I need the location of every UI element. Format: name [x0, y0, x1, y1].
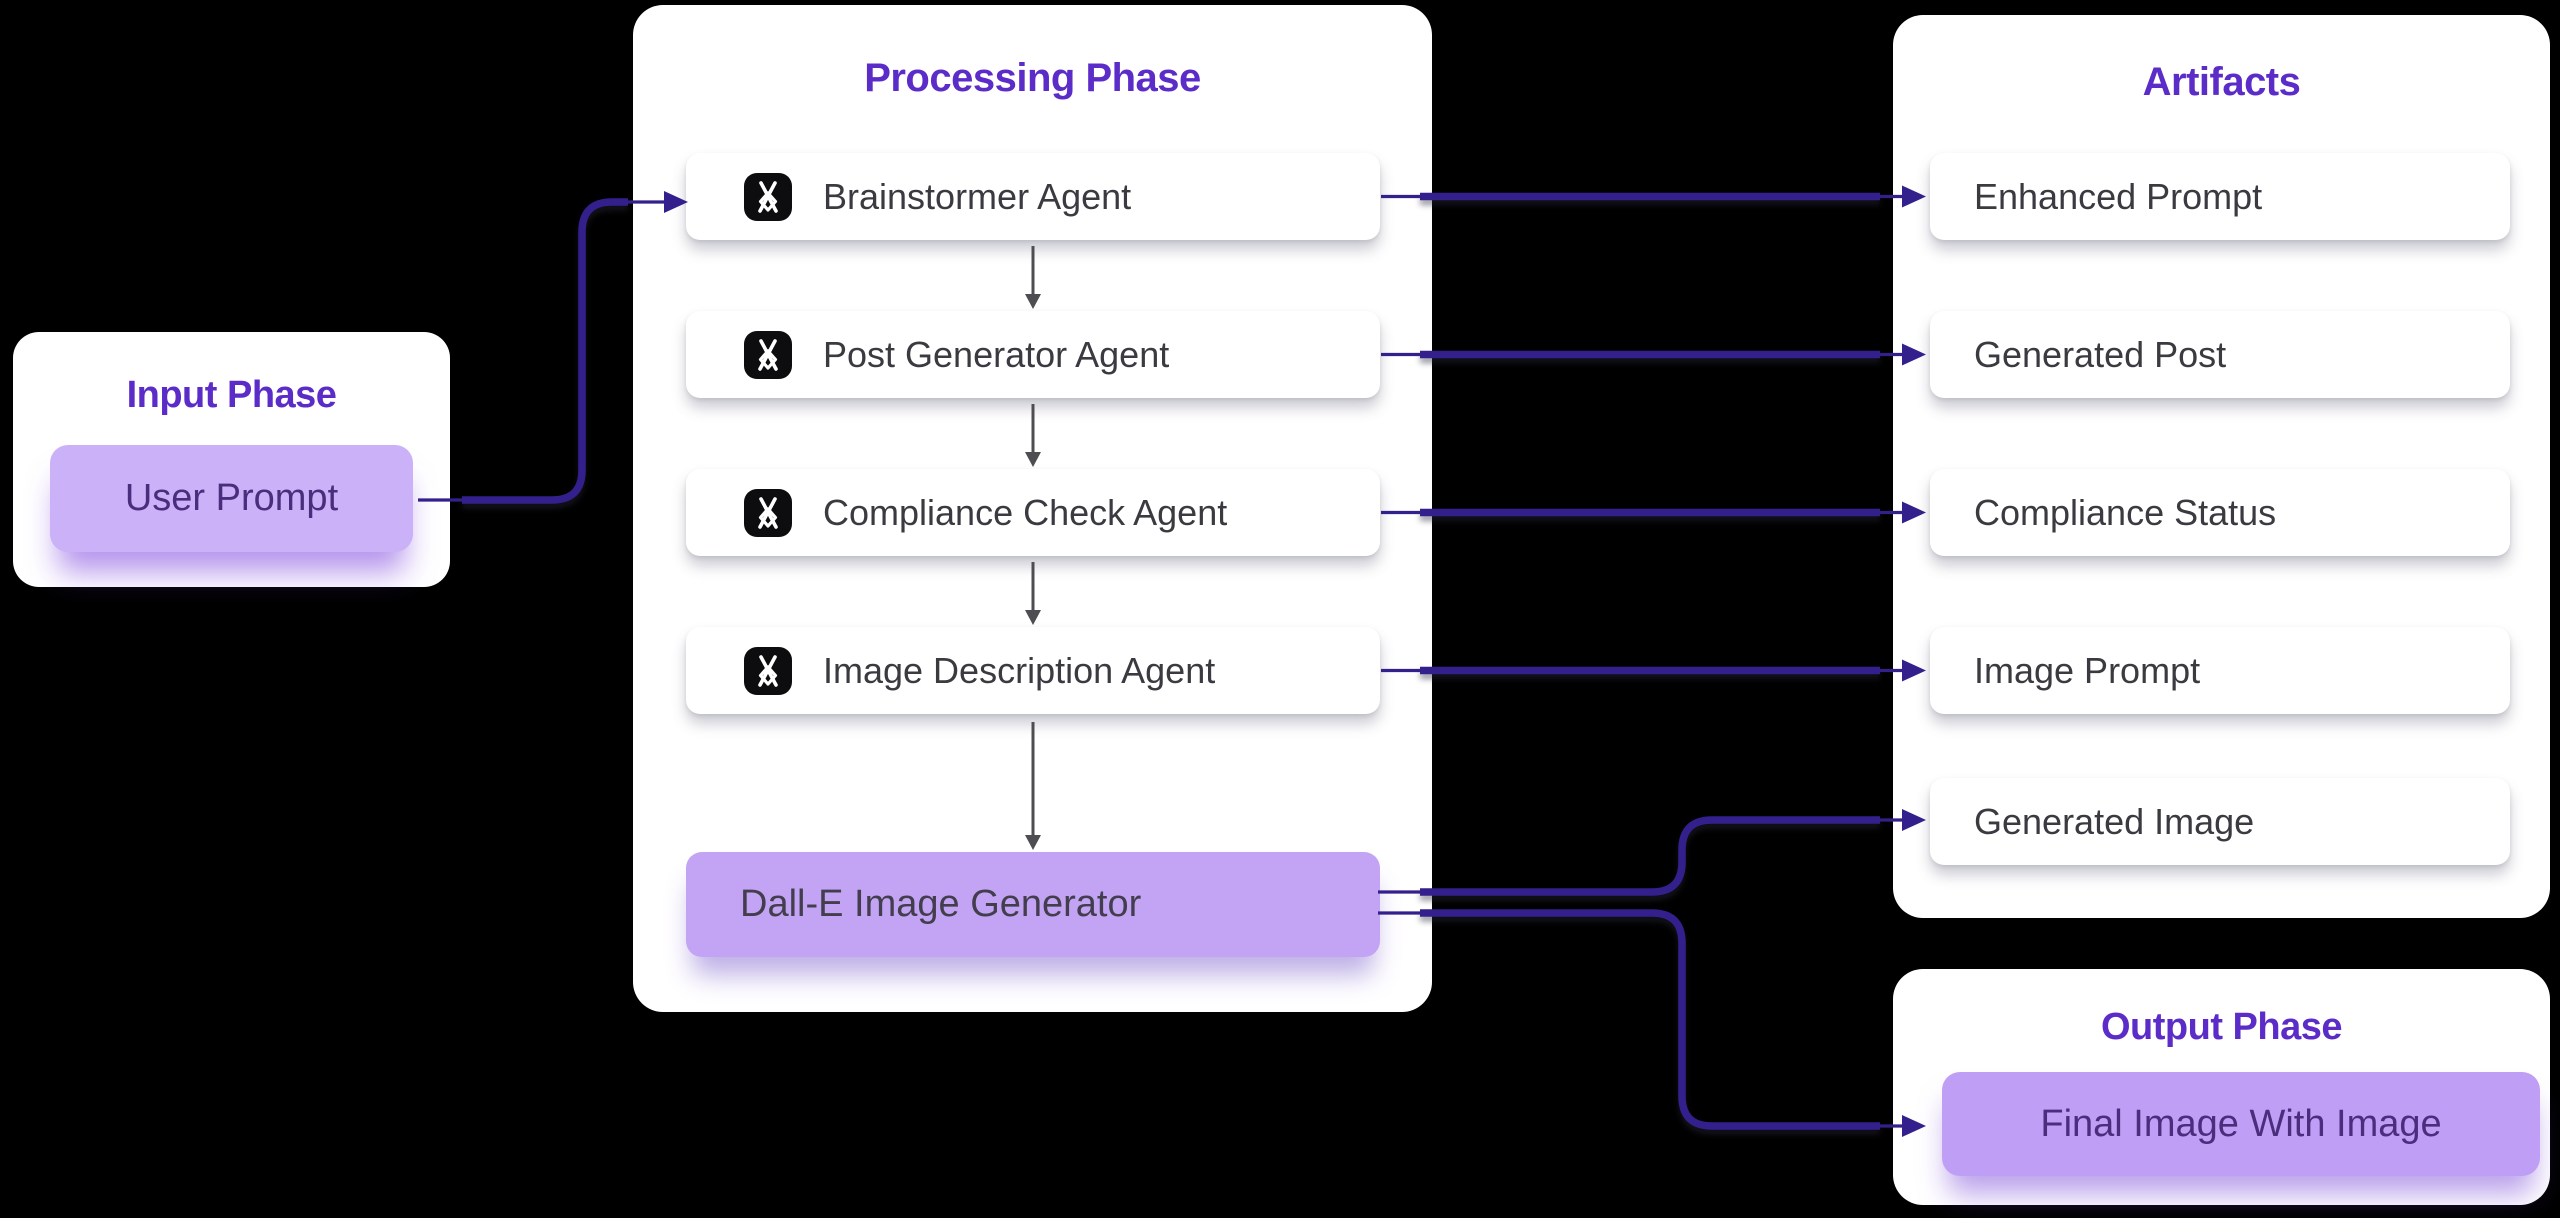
dalle-generator-label: Dall-E Image Generator	[740, 883, 1142, 925]
artifact-card-generated-image: Generated Image	[1930, 778, 2510, 865]
arrow-brainstormer-to-enhanced-prompt	[1381, 185, 1926, 208]
agent-logo-icon	[744, 646, 792, 695]
artifact-card-compliance-status: Compliance Status	[1930, 469, 2510, 556]
artifact-card-label: Generated Post	[1974, 333, 2227, 375]
arrow-imagedescription-to-image-prompt	[1381, 659, 1926, 682]
artifact-card-label: Image Prompt	[1974, 649, 2201, 691]
agent-logo-icon	[744, 488, 792, 537]
input-phase-title: Input Phase	[126, 374, 337, 416]
agent-card-label: Post Generator Agent	[823, 333, 1170, 375]
final-image-label: Final Image With Image	[2040, 1102, 2442, 1145]
final-image-node: Final Image With Image	[1942, 1072, 2540, 1176]
arrow-postgenerator-to-generated-post	[1381, 343, 1926, 366]
agent-card-brainstormer: Brainstormer Agent	[686, 153, 1380, 240]
agent-logo-icon	[744, 330, 792, 379]
artifact-card-label: Generated Image	[1974, 800, 2255, 842]
output-phase-title: Output Phase	[2100, 1006, 2343, 1048]
user-prompt-node: User Prompt	[50, 445, 413, 552]
agent-card-post-generator: Post Generator Agent	[686, 311, 1380, 398]
agent-card-label: Compliance Check Agent	[823, 491, 1228, 533]
artifact-card-enhanced-prompt: Enhanced Prompt	[1930, 153, 2510, 240]
arrow-compliance-to-status	[1381, 501, 1926, 524]
agent-card-label: Brainstormer Agent	[823, 175, 1132, 217]
user-prompt-label: User Prompt	[124, 477, 339, 519]
artifact-card-image-prompt: Image Prompt	[1930, 627, 2510, 714]
agent-logo-icon	[744, 172, 792, 221]
agent-card-compliance-check: Compliance Check Agent	[686, 469, 1380, 556]
arrow-dalle-to-generated-image	[1378, 809, 1926, 896]
agent-card-label: Image Description Agent	[823, 649, 1216, 691]
artifact-card-label: Enhanced Prompt	[1974, 175, 2263, 217]
dalle-generator-node: Dall-E Image Generator	[686, 852, 1380, 957]
artifact-card-generated-post: Generated Post	[1930, 311, 2510, 398]
processing-phase-title: Processing Phase	[864, 56, 1201, 100]
artifacts-title: Artifacts	[2142, 60, 2301, 104]
artifact-card-label: Compliance Status	[1974, 491, 2277, 533]
arrow-dalle-to-final-image	[1378, 909, 1926, 1137]
agent-card-image-description: Image Description Agent	[686, 627, 1380, 714]
